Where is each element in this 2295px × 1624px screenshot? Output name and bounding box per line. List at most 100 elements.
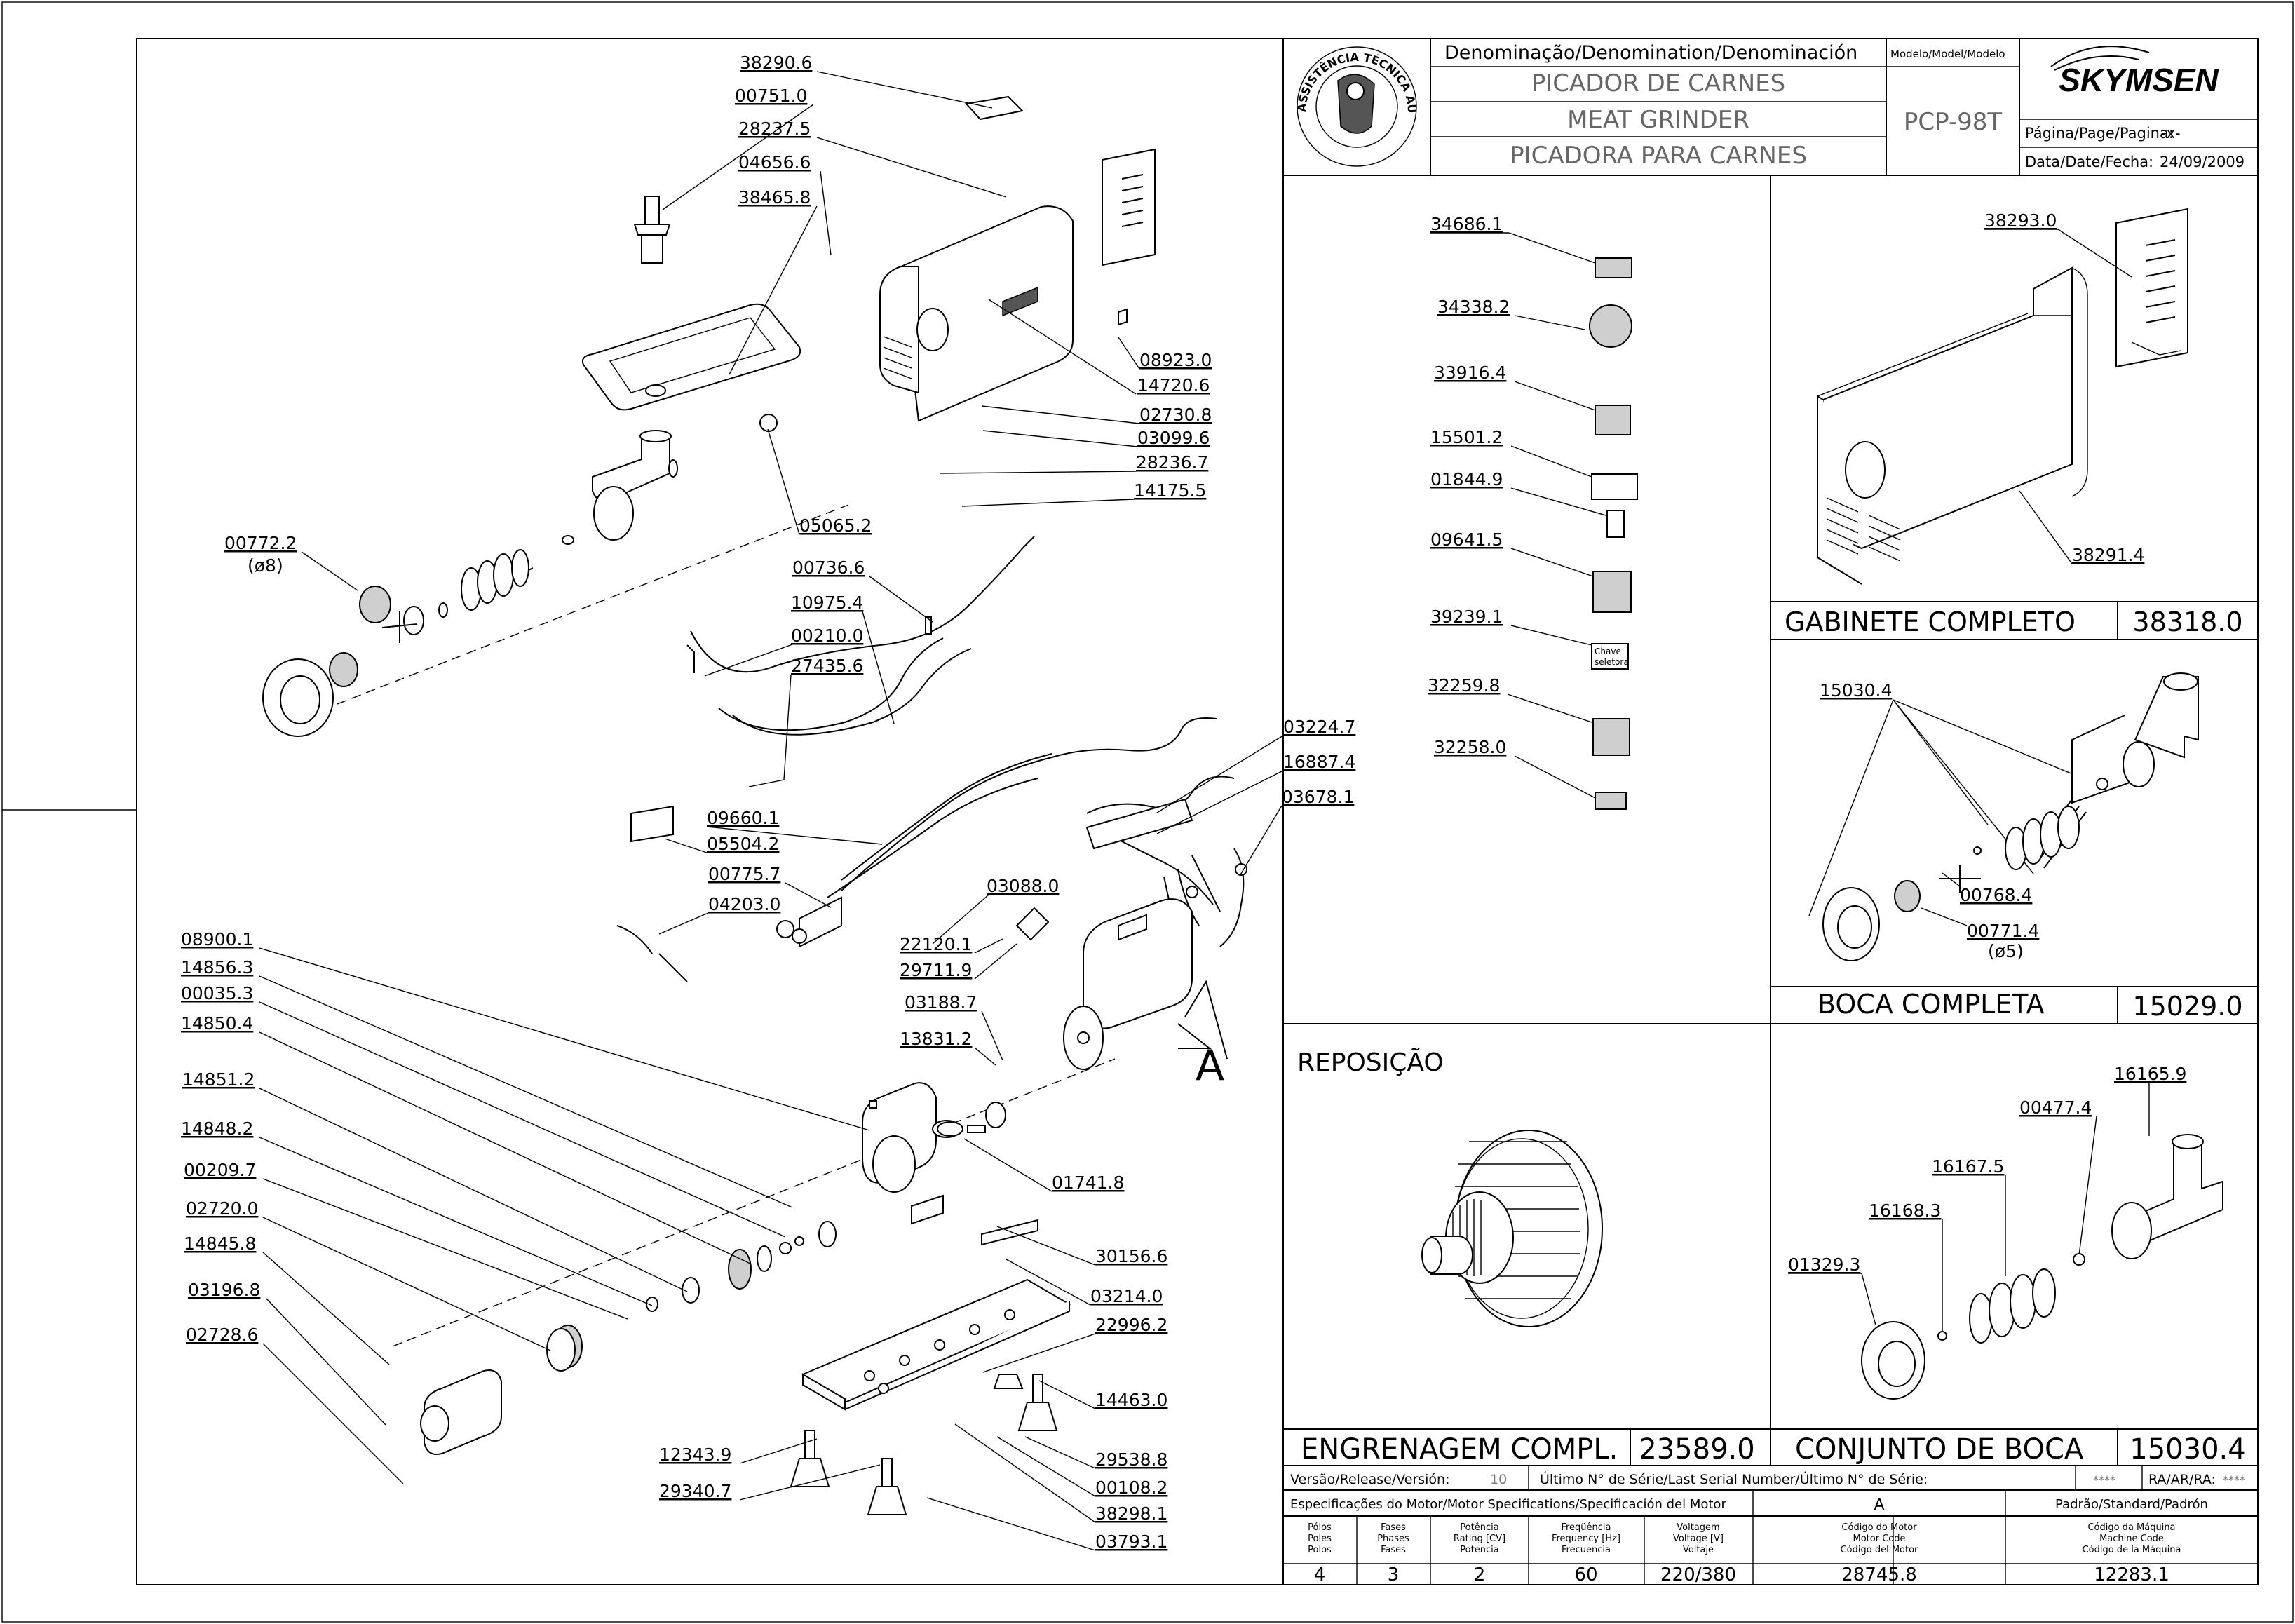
callout-14850-4: 14850.4 [181, 1013, 253, 1034]
callout-03793-1: 03793.1 [1095, 1531, 1167, 1552]
callout-38298-1: 38298.1 [1095, 1503, 1167, 1524]
spec-machine-code-l1: Código da Máquina [2087, 1522, 2175, 1533]
callout-01741-8: 01741.8 [1052, 1172, 1124, 1193]
callout-03224-7: 03224.7 [1283, 717, 1355, 737]
callout-05504-2: 05504.2 [707, 834, 779, 854]
label-disc-sticker [1589, 304, 1632, 348]
page-value: -x- [2161, 125, 2181, 142]
motor-marker: A [1196, 1041, 1224, 1090]
label-part-6: 09641.5 [1430, 529, 1503, 550]
model-header: Modelo/Model/Modelo [1890, 48, 2005, 60]
label-data-sticker [1592, 718, 1630, 756]
mouth-panel: 15030.4 00768.4 00771.4 (ø5) BOCA COMPLE… [1808, 672, 2243, 1022]
callout-29340-7: 29340.7 [659, 1481, 731, 1501]
cabinet-part-a: 38293.0 [1984, 210, 2057, 231]
callout-28237-5: 28237.5 [738, 119, 811, 139]
motor-spec-header: Especificações do Motor/Motor Specificat… [1290, 1497, 1726, 1512]
callout-14463-0: 14463.0 [1095, 1390, 1167, 1410]
spec-motor-code-l2: Motor Code [1853, 1534, 1906, 1544]
label-part-2: 34338.2 [1437, 297, 1510, 317]
mouth-set-part-5: 01329.3 [1788, 1254, 1860, 1275]
callout-02720-0: 02720.0 [186, 1198, 258, 1219]
standard-header: Padrão/Standard/Padrón [2055, 1497, 2208, 1512]
callout-04203-0: 04203.0 [708, 894, 780, 914]
callout-00736-6: 00736.6 [792, 557, 865, 578]
page-label: Página/Page/Pagina: [2025, 125, 2174, 142]
cabinet-rear-cover [2115, 208, 2188, 368]
spec-motor-code-value: 28745.8 [1841, 1564, 1917, 1585]
callout-22120-1: 22120.1 [900, 934, 972, 954]
main-callouts: 38290.6 00751.0 28237.5 04656.6 38465.8 … [181, 53, 1355, 1552]
spec-poles-value: 4 [1314, 1564, 1326, 1585]
wiring-harness [616, 536, 1245, 982]
callout-22996-2: 22996.2 [1095, 1315, 1167, 1335]
spec-rating-l2: Rating [CV] [1454, 1534, 1505, 1544]
panels-frame [1282, 175, 2258, 1585]
serial-value: **** [2093, 1473, 2115, 1487]
brand-swoosh-icon [2050, 46, 2150, 71]
label-sticker-1 [1595, 257, 1632, 278]
serial-label: Último N° de Série/Last Serial Number/Úl… [1540, 1470, 1928, 1487]
spec-phases-l3: Fases [1381, 1545, 1406, 1555]
mouth-set-part-1: 16165.9 [2114, 1064, 2186, 1084]
label-selector-tag [1591, 643, 1629, 670]
callout-10975-4: 10975.4 [791, 593, 863, 613]
spec-poles-l1: Pólos [1308, 1522, 1332, 1533]
spec-table: Versão/Release/Versión: 10 Último N° de … [1283, 1466, 2258, 1585]
label-part-7: 39239.1 [1430, 607, 1503, 627]
spec-voltage-l1: Voltagem [1677, 1522, 1719, 1533]
label-part-1: 34686.1 [1430, 214, 1503, 234]
callout-03188-7: 03188.7 [905, 992, 977, 1013]
callout-00035-3: 00035.3 [181, 983, 253, 1003]
callout-14856-3: 14856.3 [181, 957, 253, 977]
callout-03196-8: 03196.8 [188, 1280, 260, 1300]
callout-00775-7: 00775.7 [708, 864, 780, 884]
version-value: 10 [1490, 1472, 1507, 1487]
callout-04656-6: 04656.6 [738, 152, 811, 172]
spec-machine-code-l3: Código de la Máquina [2083, 1545, 2181, 1555]
mouth-set-part-4: 16168.3 [1869, 1200, 1941, 1221]
gear-housing [420, 1082, 1006, 1455]
callout-14851-2: 14851.2 [182, 1069, 255, 1090]
callout-00772-2: 00772.2 [224, 533, 297, 553]
callout-30156-6: 30156.6 [1095, 1246, 1167, 1266]
spec-rating-l1: Potência [1460, 1522, 1498, 1533]
callout-00210-0: 00210.0 [791, 625, 863, 646]
cabinet-panel: 38293.0 38291.4 GABINETE COMPLETO 38318.… [1785, 208, 2243, 637]
spec-frequency-l3: Frecuencia [1562, 1545, 1611, 1555]
denomination-header: Denominação/Denomination/Denominación [1444, 42, 1857, 64]
cabinet-panel-name: GABINETE COMPLETO [1785, 607, 2076, 637]
spec-poles-l2: Poles [1308, 1534, 1332, 1544]
spec-motor-code-l1: Código do Motor [1841, 1522, 1917, 1533]
selector-tag-line2: seletora [1595, 657, 1629, 667]
hopper-tray [581, 196, 801, 411]
callout-14845-8: 14845.8 [184, 1233, 256, 1254]
product-name-en: MEAT GRINDER [1567, 106, 1749, 134]
spec-motor-code-l3: Código del Motor [1841, 1545, 1918, 1555]
callout-28236-7: 28236.7 [1136, 452, 1208, 473]
grinder-mouth [262, 414, 778, 737]
callout-03088-0: 03088.0 [987, 876, 1059, 896]
authorized-service-seal: ASSISTÊNCIA TÉCNICA AUTORIZADA [0, 0, 1419, 167]
mouth-panel-code: 15029.0 [2132, 991, 2242, 1022]
mouth-set-panel-name: CONJUNTO DE BOCA [1795, 1433, 2084, 1466]
spec-phases-l2: Phases [1377, 1534, 1409, 1544]
spec-voltage-value: 220/380 [1660, 1564, 1736, 1585]
title-block: ASSISTÊNCIA TÉCNICA AUTORIZADA Denominaç… [0, 0, 2259, 176]
label-part-5: 01844.9 [1430, 469, 1503, 489]
mouth-part-a: 15030.4 [1820, 680, 1892, 701]
mouth-part-b: 00768.4 [1960, 885, 2032, 905]
ra-label: RA/AR/RA: [2148, 1472, 2216, 1487]
mouth-panel-name: BOCA COMPLETA [1817, 989, 2045, 1020]
date-label: Data/Date/Fecha: [2025, 154, 2153, 170]
motor: A [1063, 898, 1228, 1090]
gear-panel-name: ENGRENAGEM COMPL. [1301, 1433, 1618, 1466]
product-name-pt: PICADOR DE CARNES [1531, 69, 1786, 97]
callout-00751-0: 00751.0 [735, 86, 807, 106]
callout-29538-8: 29538.8 [1095, 1449, 1167, 1470]
spec-frequency-l2: Frequency [Hz] [1552, 1534, 1620, 1544]
mouth-set-panel-code: 15030.4 [2130, 1433, 2245, 1466]
spec-voltage-l2: Voltage [V] [1673, 1534, 1724, 1544]
version-label: Versão/Release/Versión: [1290, 1472, 1450, 1487]
